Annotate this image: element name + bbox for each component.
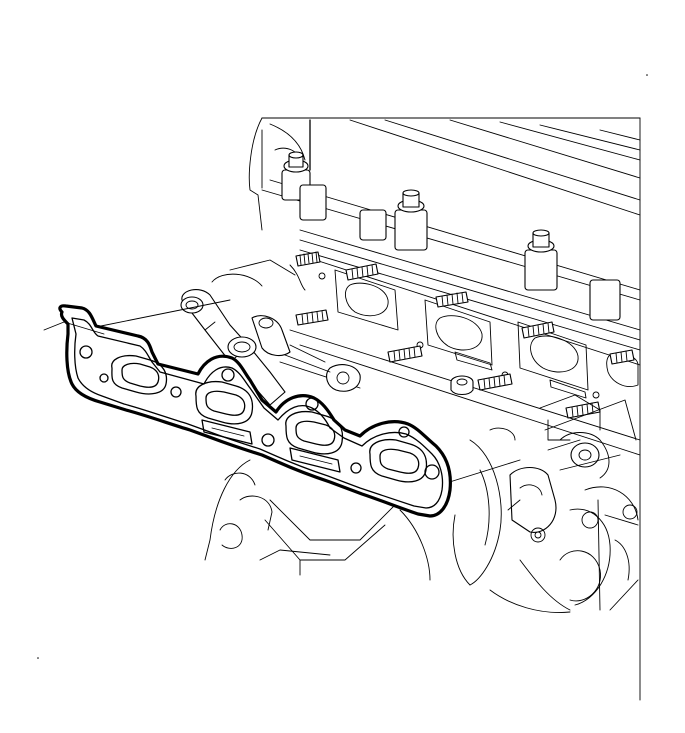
gasket-leader-line — [43, 321, 105, 335]
gasket-inner-edge — [71, 317, 444, 509]
stud-9 — [609, 349, 635, 365]
coolant-outlet-pipe — [180, 259, 361, 406]
stud-1 — [295, 251, 321, 267]
cam-bolt-tower-2 — [394, 189, 428, 251]
stud-4 — [295, 309, 329, 326]
head-exhaust-port-3 — [517, 321, 589, 391]
registration-dot — [37, 657, 39, 659]
head-exhaust-port-2 — [424, 299, 493, 366]
exhaust-manifold-gasket — [58, 304, 452, 518]
nut — [450, 375, 474, 396]
gasket-port-2 — [195, 380, 254, 445]
stud-3 — [435, 291, 469, 308]
cam-bolt-tower-4 — [299, 184, 621, 321]
stud-6 — [521, 321, 555, 339]
engine-block-lower — [204, 394, 639, 613]
manifold-studs — [295, 251, 635, 419]
stud-2 — [345, 263, 379, 281]
stud-7 — [477, 373, 513, 391]
cam-bolt-tower-3 — [524, 229, 558, 291]
gasket-port-1 — [111, 354, 168, 395]
gasket-bolt-holes — [79, 345, 440, 480]
head-exhaust-port-1 — [334, 269, 399, 331]
gasket-port-3 — [285, 410, 344, 473]
gasket-port-4 — [369, 438, 428, 483]
extension-line — [95, 299, 231, 328]
stud-5 — [387, 345, 423, 363]
registration-dot — [646, 74, 648, 76]
